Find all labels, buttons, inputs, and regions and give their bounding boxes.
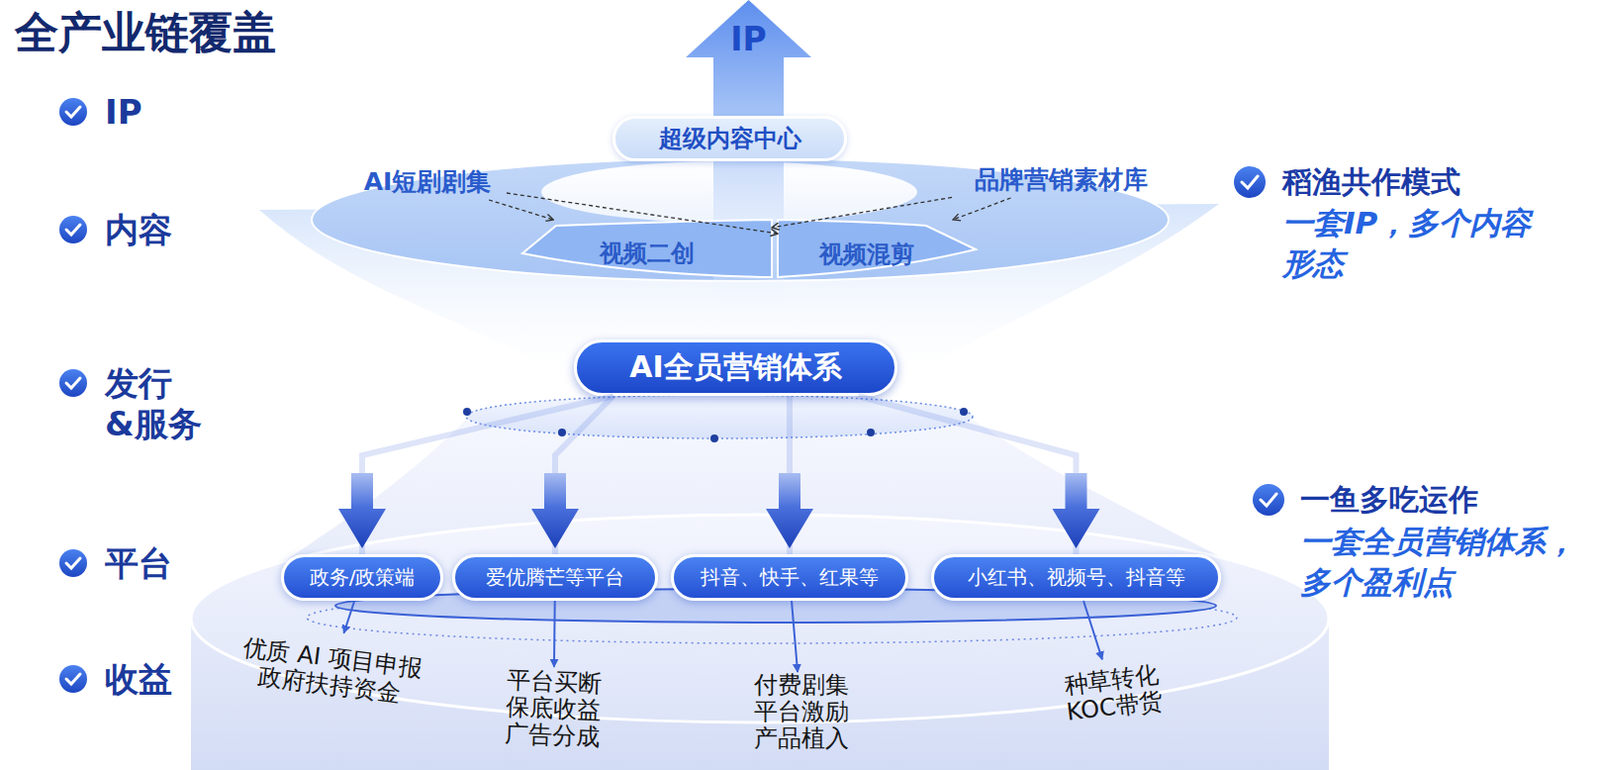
check-icon [59,549,88,577]
check-mark [1260,493,1277,506]
platform-pill: 爱优腾芒等平台 [452,554,659,601]
connector-line [343,600,355,634]
chain-stage-label: 收益 [104,658,224,700]
check-mark [66,558,81,568]
flow-arrow-head [338,472,386,549]
check-mark [66,224,81,235]
node-text: AI全员营销体系 [629,347,842,388]
node-text: 品牌营销素材库 [974,163,1148,196]
check-mark [66,673,81,684]
flow-arrow-head [765,472,814,549]
connector-line [553,600,557,667]
connector-line [488,199,554,220]
ring-source: AI短剧剧集 [348,162,507,200]
node-text: 小红书、视频号、抖音等 [967,564,1186,591]
revenue-block: 平台买断 保底收益 广告分成 [490,666,618,752]
node-text: 付费剧集 平台激励 产品植入 [744,671,858,753]
flow-arrow-head [531,472,579,549]
dotted-disc [466,394,973,439]
platform-pill: 小红书、视频号、抖音等 [931,554,1222,601]
flow-trail [857,395,1077,555]
flow-trail [362,395,614,555]
segment-shape [522,219,772,278]
ring-segment: 视频二创 [522,219,772,278]
check-icons [59,97,1285,693]
node-text: 超级内容中心 [658,122,802,155]
node-text: 视频混剪 [819,226,935,271]
mode-heading: 稻渔共作模式 [1282,164,1580,200]
node-text: AI短剧剧集 [364,165,492,198]
check-mark [66,106,81,117]
node-text: 视频二创 [599,227,695,270]
mode-note: 一套全员营销体系，多个盈利点 [1300,521,1593,603]
platform-pill: 政务/政策端 [281,554,444,601]
check-icon [59,215,88,244]
node-text: 政务/政策端 [309,564,416,591]
chain-stage-label: 平台 [104,543,224,584]
node-text: IP [730,19,766,59]
node-text: 爱优腾芒等平台 [485,564,625,591]
connector-line [791,600,798,672]
content-center-pill: 超级内容中心 [612,115,848,162]
flow-arrow [857,395,1101,555]
diagram-title: 全产业链覆盖 [14,3,277,63]
connector-line [952,197,1011,220]
chain-stage-label: IP [104,92,224,133]
revenue-arrow [553,600,556,667]
flow-trail [786,395,793,555]
check-icon [1233,166,1266,198]
node-text: 平台买断 保底收益 广告分成 [490,666,618,752]
flow-arrow-head [1052,472,1101,549]
check-icon [59,97,88,126]
revenue-arrow [791,600,798,672]
check-icon [59,369,88,397]
flow-arrow [531,395,614,555]
revenue-arrow [1083,600,1103,659]
mode-heading: 一鱼多吃运作 [1300,481,1578,518]
disc-dot [463,407,471,416]
chain-stage-label: 内容 [104,209,224,251]
check-mark [1241,176,1258,189]
marketing-system-pill: AI全员营销体系 [573,339,898,396]
segment-shape [777,219,976,278]
chain-stage-label: 发行 &服务 [104,363,204,445]
disc-dot [959,407,968,416]
dashed-arrow [488,199,554,220]
check-icon [59,664,88,693]
flow-trail [555,395,614,555]
node-text: 抖音、快手、红果等 [700,564,879,591]
revenue-block: 付费剧集 平台激励 产品植入 [744,671,858,753]
flow-arrow [765,395,814,555]
disc-dot [558,428,566,437]
mode-note: 一套IP，多个内容形态 [1282,202,1555,284]
ring-segment: 视频混剪 [777,219,976,278]
flow-arrow [338,395,614,555]
disc-dot [866,428,875,437]
revenue-arrow [343,600,355,634]
check-icon [1252,483,1285,516]
platform-pill: 抖音、快手、红果等 [670,554,909,601]
ring-source: 品牌营销素材库 [951,160,1170,198]
dashed-arrow [952,197,1011,220]
disc-dot [710,434,719,443]
connector-line [1083,600,1103,659]
check-mark [66,377,81,388]
